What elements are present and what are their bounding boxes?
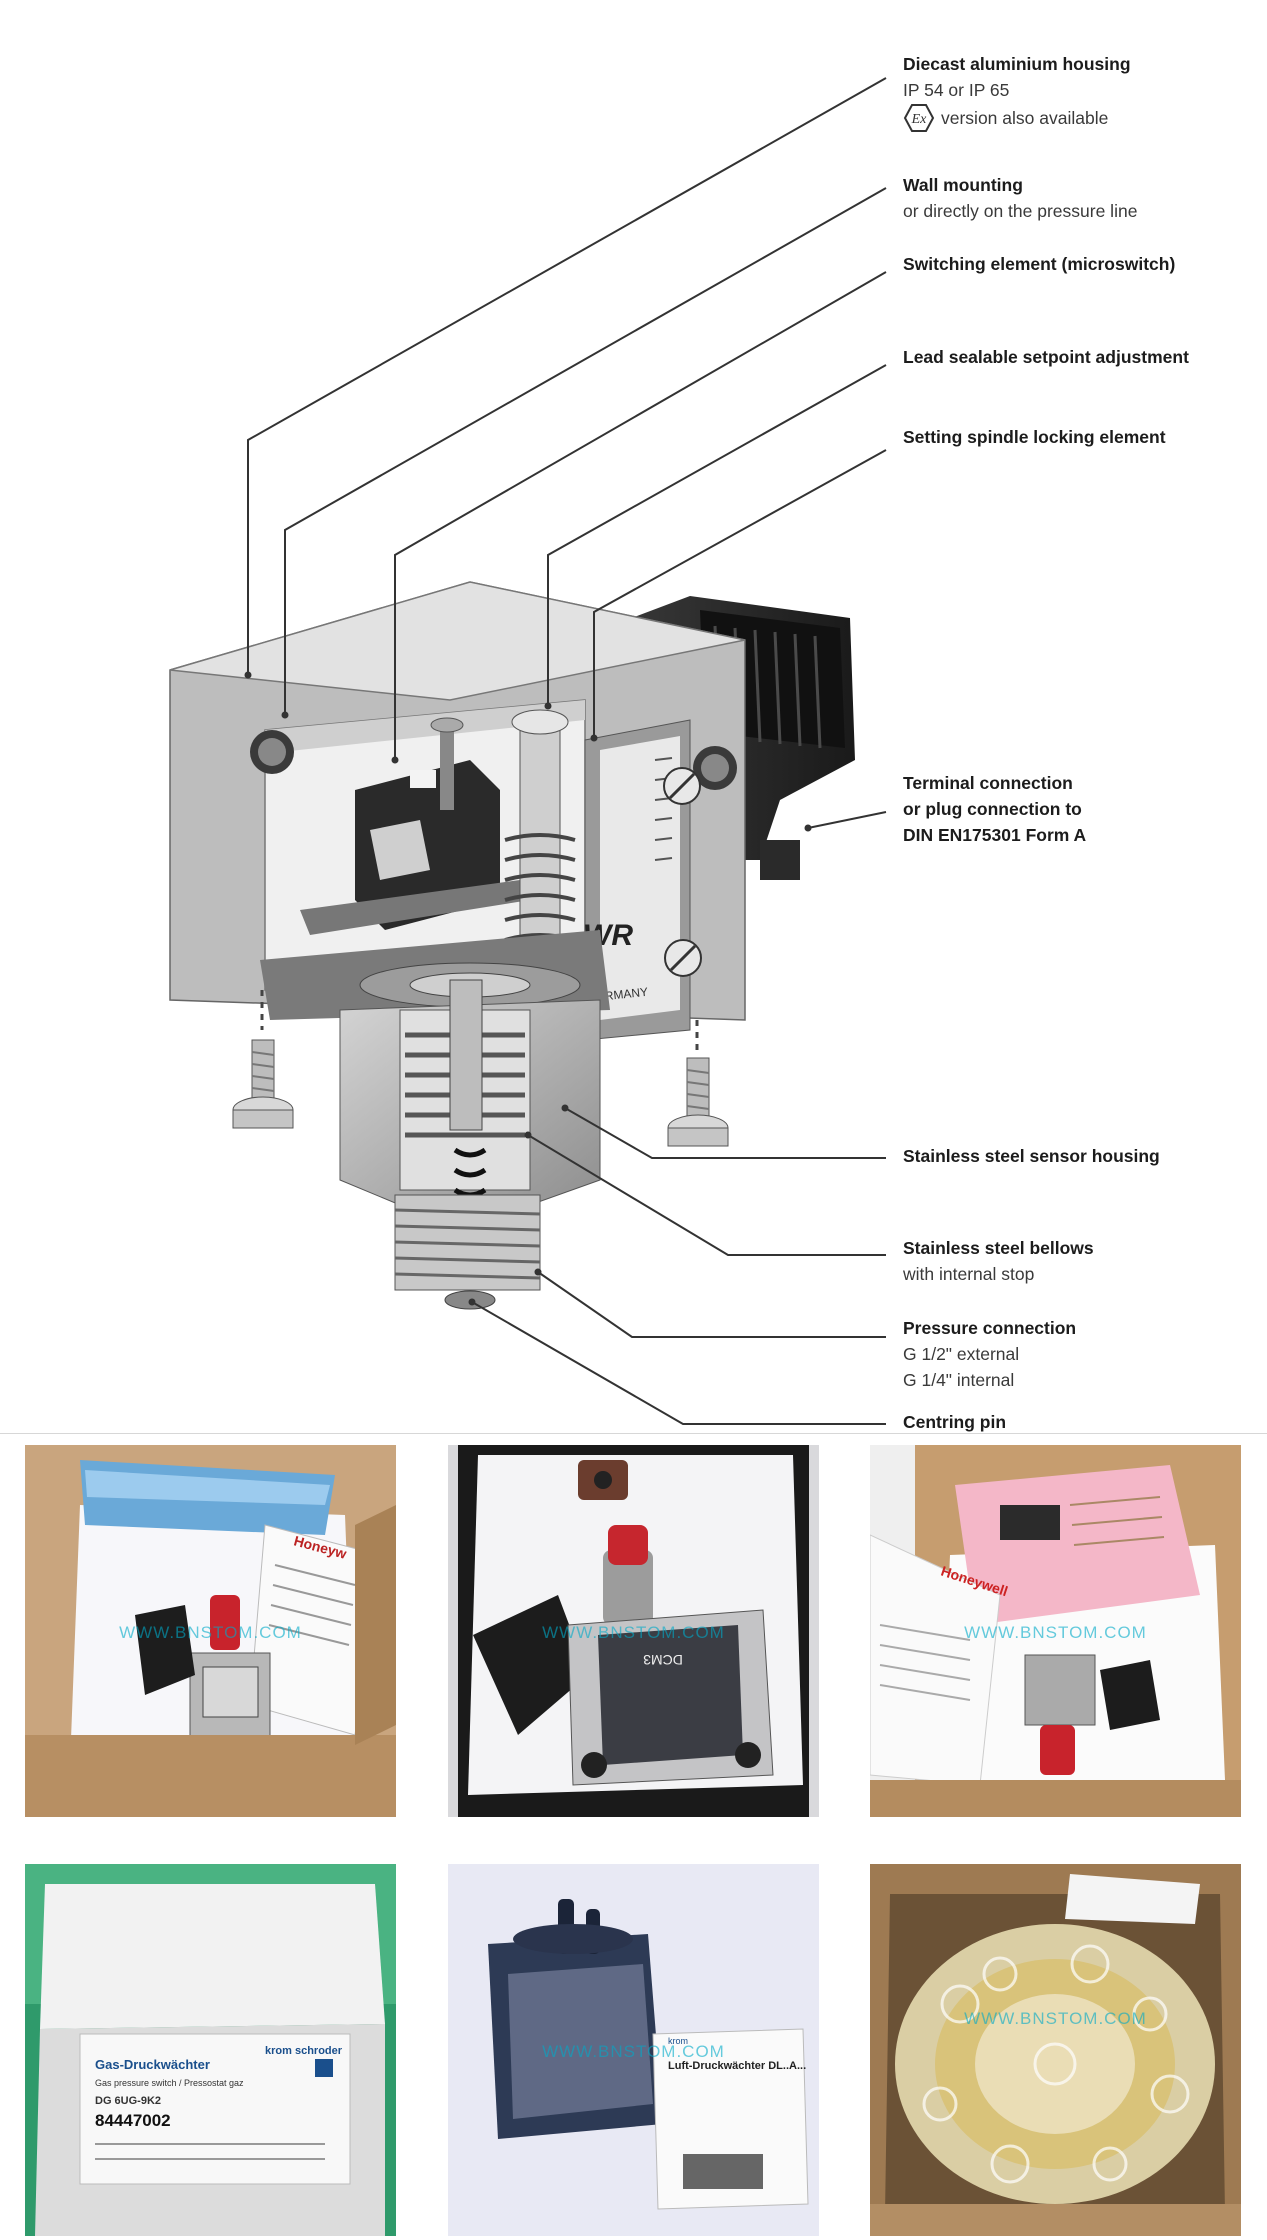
photo-3-image: Honeywell: [870, 1445, 1241, 1817]
callout-sensor: Stainless steel sensor housing: [903, 1143, 1160, 1169]
callout-terminal: Terminal connection or plug connection t…: [903, 770, 1086, 848]
svg-text:DG 6UG-9K2: DG 6UG-9K2: [95, 2095, 161, 2107]
leader-pressure: [537, 1271, 886, 1338]
callout-line: or directly on the pressure line: [903, 201, 1138, 221]
mounting-screw-left: [232, 990, 294, 1129]
product-photo-2: DCM3 WWW.BNSTOM.COM: [448, 1445, 819, 1817]
callout-centring: Centring pin: [903, 1409, 1006, 1435]
photo-watermark: WWW.BNSTOM.COM: [964, 1623, 1147, 1642]
callout-setpoint: Lead sealable setpoint adjustment: [903, 344, 1189, 370]
callout-switch: Switching element (microswitch): [903, 251, 1175, 277]
cutaway-diagram: WR GERMANY: [169, 77, 887, 1425]
callout-title: Wall mounting: [903, 175, 1023, 195]
callout-mounting: Wall mounting or directly on the pressur…: [903, 172, 1137, 224]
callout-title: Pressure connection: [903, 1318, 1077, 1338]
callout-bellows: Stainless steel bellows with internal st…: [903, 1235, 1094, 1287]
leader-switch: [394, 271, 887, 760]
product-photo-4: Gas-Druckwächter Gas pressure switch / P…: [25, 1864, 396, 2236]
callout-title: Centring pin: [903, 1412, 1007, 1432]
photo-5-image: krom Luft-Druckwächter DL..A...: [448, 1864, 819, 2236]
svg-text:84447002: 84447002: [95, 2111, 171, 2130]
product-photo-3: Honeywell WWW.BNSTOM.COM: [870, 1445, 1241, 1817]
callout-title: Lead sealable setpoint adjustment: [903, 347, 1189, 367]
leader-sensor: [564, 1107, 886, 1159]
product-photo-6: WWW.BNSTOM.COM: [870, 1864, 1241, 2236]
leader-bellows: [527, 1134, 886, 1256]
photo-watermark: WWW.BNSTOM.COM: [964, 2009, 1147, 2028]
scale-plate: WR GERMANY: [583, 719, 702, 1041]
callout-line: G 1/2" external: [903, 1344, 1020, 1364]
ex-note: version also available: [941, 108, 1109, 128]
svg-text:Gas pressure switch / Pressost: Gas pressure switch / Pressostat gaz: [95, 2078, 244, 2088]
svg-text:Ex: Ex: [911, 112, 928, 127]
svg-text:krom: krom: [668, 2036, 688, 2046]
mounting-screw-right: [667, 1020, 729, 1147]
callout-spindle: Setting spindle locking element: [903, 424, 1166, 450]
callout-title: Stainless steel bellows: [903, 1238, 1094, 1258]
svg-text:Gas-Druckwächter: Gas-Druckwächter: [95, 2057, 210, 2072]
section-divider: [0, 1433, 1267, 1434]
callout-line: or plug connection to: [903, 799, 1082, 819]
callout-housing: Diecast aluminium housing IP 54 or IP 65…: [903, 51, 1131, 133]
leader-mounting: [284, 187, 887, 715]
callout-line: DIN EN175301 Form A: [903, 825, 1087, 845]
leader-lines: [247, 77, 887, 1425]
microswitch: [300, 760, 530, 935]
ex-hexagon-icon: Ex: [903, 104, 935, 132]
leader-housing: [247, 77, 887, 675]
photo-watermark: WWW.BNSTOM.COM: [542, 1623, 725, 1642]
photo-watermark: WWW.BNSTOM.COM: [542, 2042, 725, 2061]
leader-centring: [471, 1301, 886, 1425]
svg-text:krom schroder: krom schroder: [265, 2045, 343, 2057]
svg-text:Luft-Druckwächter DL..A...: Luft-Druckwächter DL..A...: [668, 2060, 806, 2072]
sensor-housing: [339, 979, 601, 1206]
leader-setpoint: [547, 364, 887, 706]
callout-title: Stainless steel sensor housing: [903, 1146, 1160, 1166]
callout-title: Diecast aluminium housing: [903, 54, 1131, 74]
callout-title: Setting spindle locking element: [903, 427, 1166, 447]
leader-spindle: [593, 449, 887, 738]
callout-title: Switching element (microswitch): [903, 254, 1176, 274]
photo-6-image: [870, 1864, 1241, 2236]
callout-title: Terminal connection: [903, 773, 1073, 793]
photo-watermark: WWW.BNSTOM.COM: [119, 1623, 302, 1642]
pressure-connection: [394, 1194, 541, 1310]
svg-text:DCM3: DCM3: [643, 1652, 683, 1668]
callout-line: with internal stop: [903, 1264, 1035, 1284]
photo-2-image: DCM3: [448, 1445, 819, 1817]
photo-4-image: Gas-Druckwächter Gas pressure switch / P…: [25, 1864, 396, 2236]
callout-line: IP 54 or IP 65: [903, 80, 1010, 100]
leader-terminal: [807, 811, 887, 829]
product-photo-1: Honeyw WWW.BNSTOM.COM: [25, 1445, 396, 1817]
photo-1-image: Honeyw: [25, 1445, 396, 1817]
callout-line: G 1/4" internal: [903, 1370, 1015, 1390]
callout-pressure: Pressure connection G 1/2" external G 1/…: [903, 1315, 1076, 1393]
product-photo-5: krom Luft-Druckwächter DL..A... WWW.BNST…: [448, 1864, 819, 2236]
